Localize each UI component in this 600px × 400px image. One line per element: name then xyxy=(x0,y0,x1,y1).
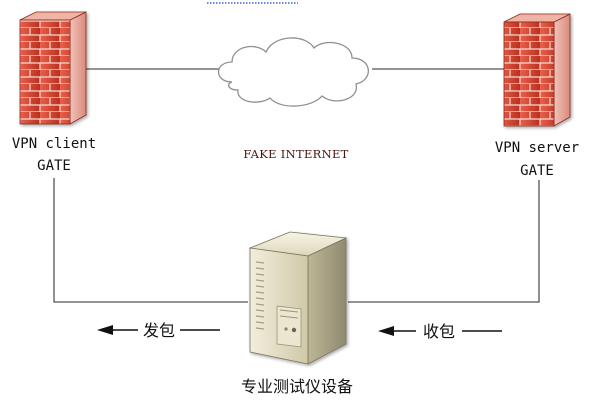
server-firewall-icon xyxy=(503,13,571,127)
send-arrow xyxy=(97,325,220,335)
cloud-icon xyxy=(217,37,369,107)
server-label-line1: VPN server xyxy=(495,140,579,156)
tester-label: 专业测试仪设备 xyxy=(241,377,353,396)
link-client-to-tester xyxy=(53,178,248,303)
receive-arrowhead-icon xyxy=(378,326,394,336)
cloud-shape xyxy=(217,37,369,107)
internet-label: FAKE INTERNET xyxy=(243,147,348,161)
client-firewall-front xyxy=(19,19,71,125)
receive-label: 收包 xyxy=(423,322,455,341)
connection-lines xyxy=(53,68,540,303)
tower-power-light xyxy=(291,327,297,333)
send-label: 发包 xyxy=(143,321,175,340)
server-tower-icon xyxy=(248,231,348,365)
client-label-line2: GATE xyxy=(37,158,71,174)
server-label-line2: GATE xyxy=(520,163,554,179)
client-label-line1: VPN client xyxy=(12,136,96,152)
client-firewall-icon xyxy=(19,11,87,125)
receive-arrow xyxy=(378,326,502,336)
server-firewall-front xyxy=(503,21,555,127)
link-server-to-tester xyxy=(348,180,540,303)
send-arrowhead-icon xyxy=(97,325,113,335)
tower-side xyxy=(307,237,347,365)
tower-power-button xyxy=(284,327,288,331)
server-firewall-side xyxy=(553,13,571,127)
client-firewall-side xyxy=(69,11,87,125)
tower-vents xyxy=(255,261,265,330)
